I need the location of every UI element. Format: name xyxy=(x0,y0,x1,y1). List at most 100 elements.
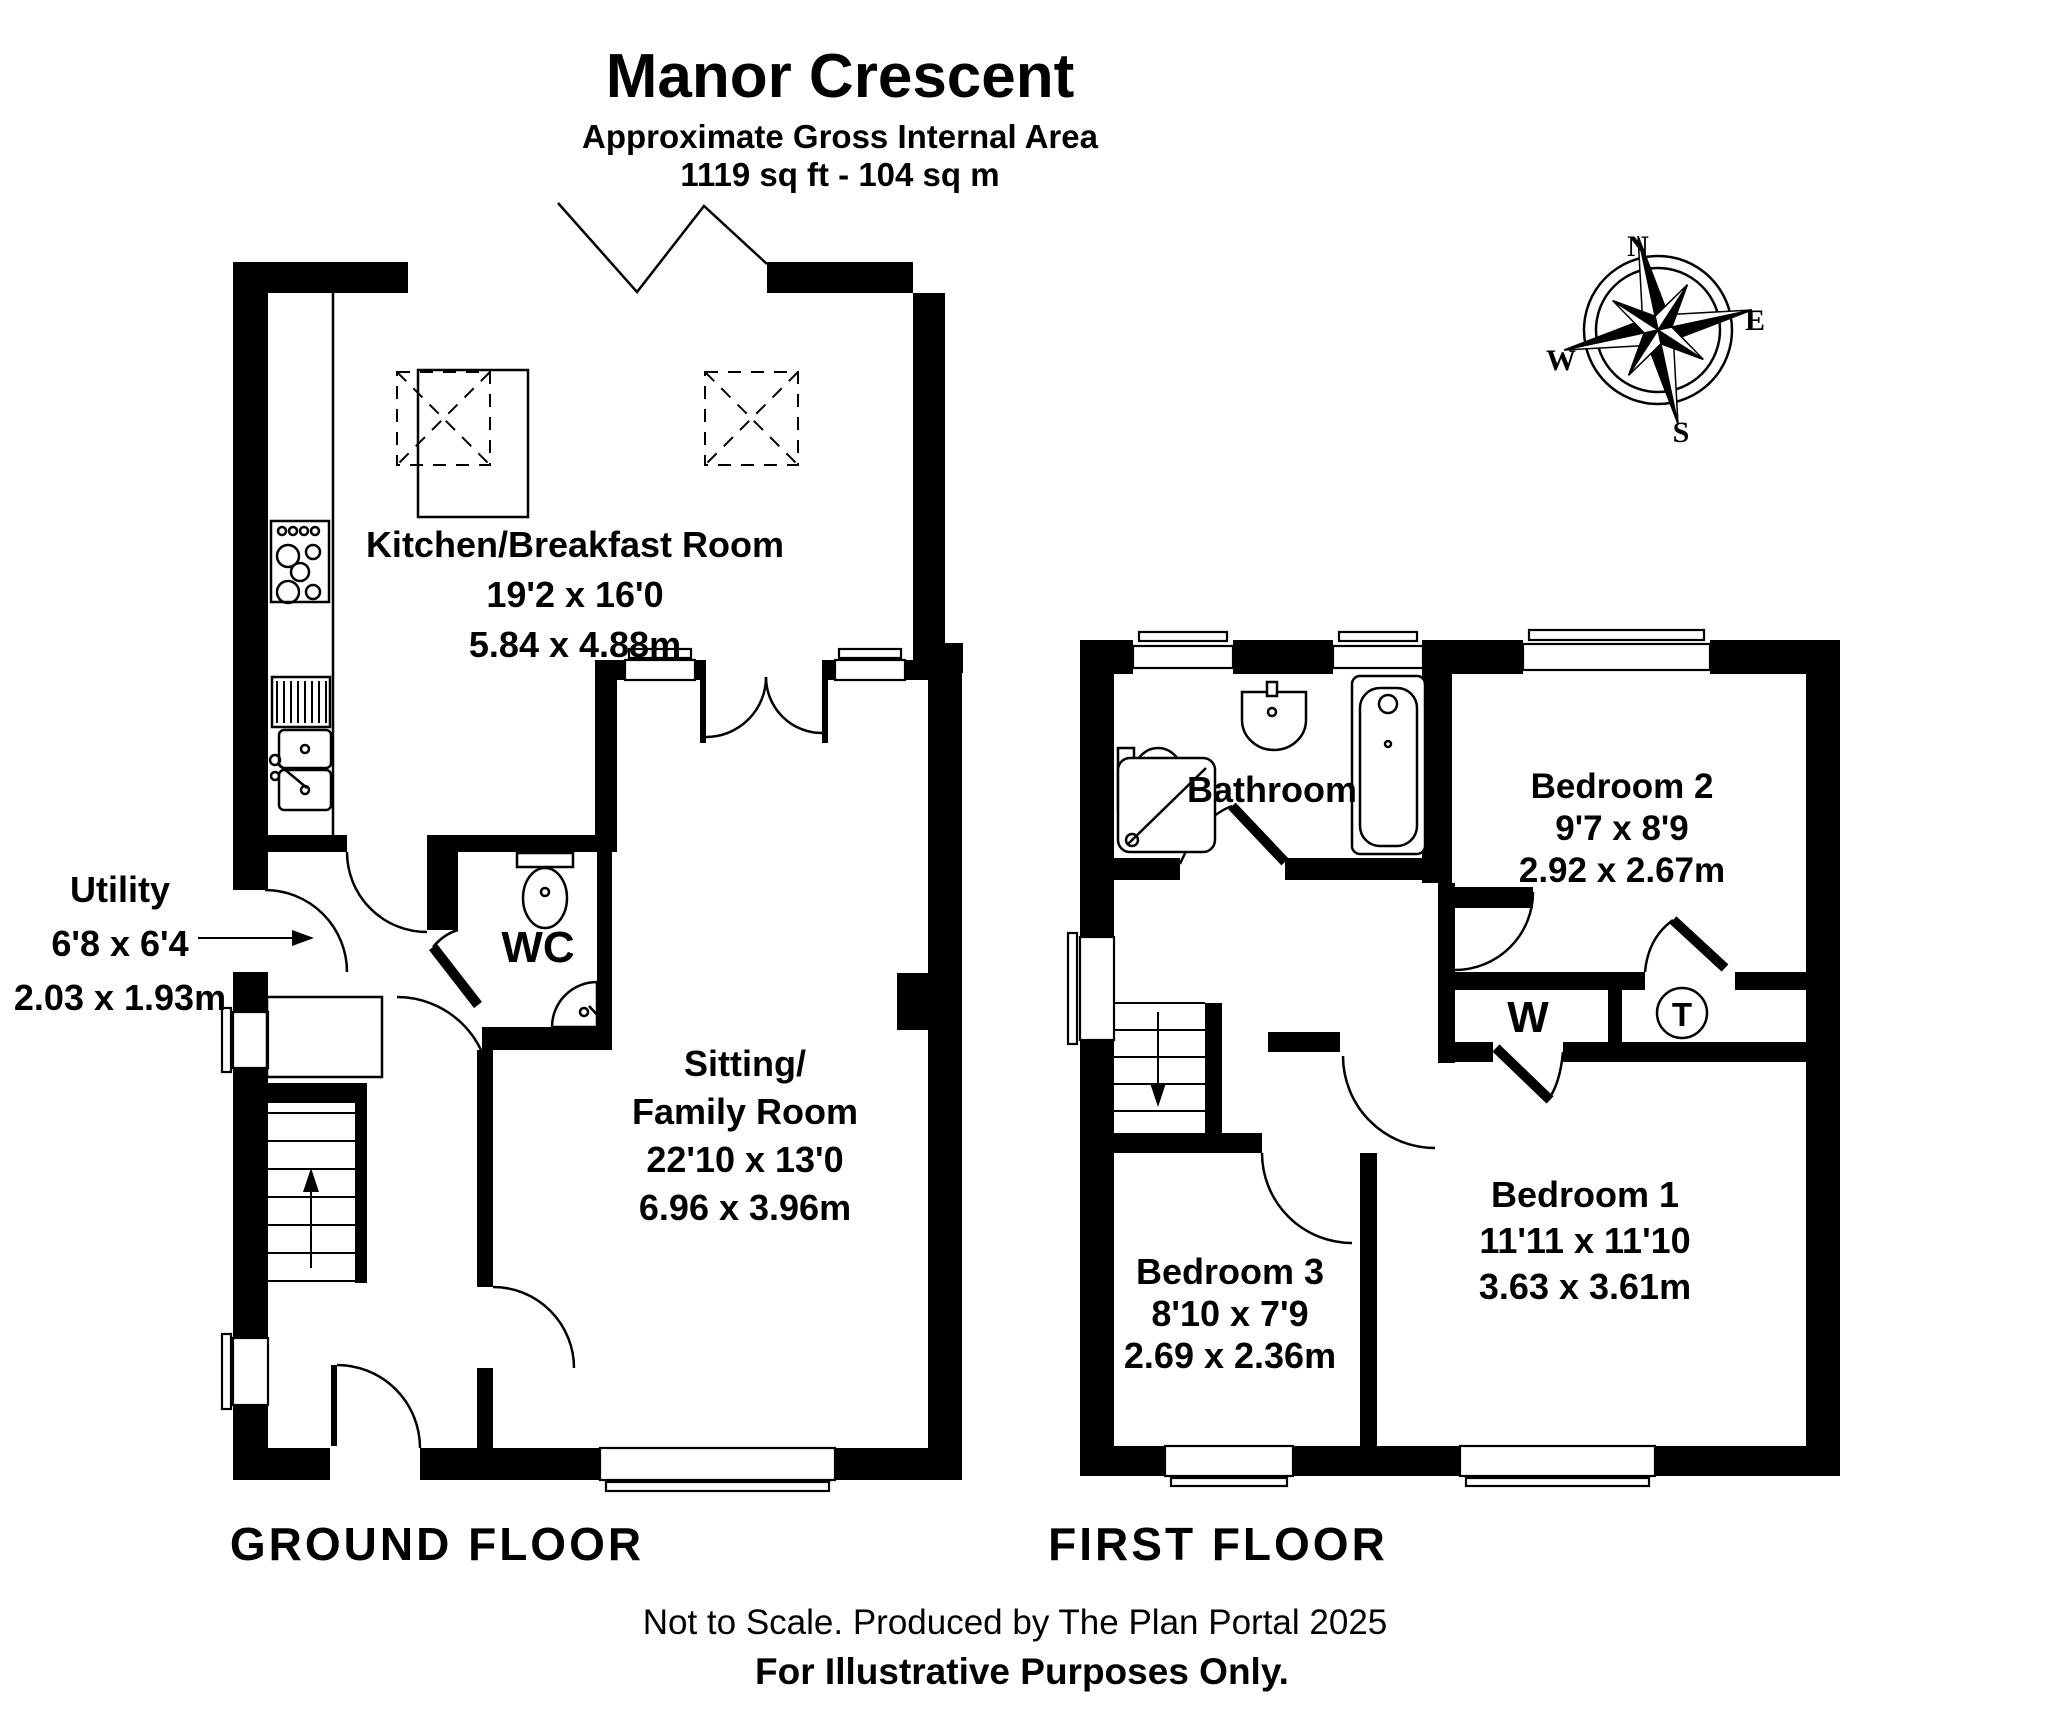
wardrobe-door-swing xyxy=(1546,1051,1565,1101)
wall xyxy=(1080,1040,1114,1476)
room-dims-metric: 3.63 x 3.61m xyxy=(1479,1266,1691,1307)
french-door-right-swing xyxy=(764,676,823,735)
footer-illustrative: For Illustrative Purposes Only. xyxy=(755,1651,1289,1692)
bedroom2-door-swing xyxy=(1454,891,1535,972)
wall xyxy=(427,852,458,930)
wall xyxy=(265,835,347,852)
compass-point-w xyxy=(1563,319,1660,351)
tank-cupboard-symbol: T xyxy=(1655,986,1709,1040)
bathroom-fixtures xyxy=(1116,674,1427,856)
wall xyxy=(928,673,962,1480)
first-floor-doors xyxy=(1178,802,1729,1245)
tank-cupboard-door-swing xyxy=(1643,918,1674,973)
compass-star xyxy=(1563,235,1753,425)
basin-icon xyxy=(1240,680,1308,752)
wall xyxy=(477,1368,493,1448)
hall-cupboard xyxy=(265,995,384,1079)
first-floor-stairs xyxy=(1114,1002,1205,1139)
wall xyxy=(233,972,268,1012)
wc-door-leaf xyxy=(429,943,482,1009)
room-dims-metric: 2.03 x 1.93m xyxy=(14,977,226,1018)
wall xyxy=(233,262,408,293)
ground-floor-walls xyxy=(233,262,963,1480)
wall xyxy=(1438,883,1455,1063)
wall xyxy=(1205,1003,1222,1153)
bedroom1-door-swing xyxy=(1341,1055,1436,1150)
compass-label-e: E xyxy=(1745,304,1765,337)
roofline-zigzag xyxy=(557,202,768,294)
room-dims-imperial: 22'10 x 13'0 xyxy=(646,1139,843,1180)
window-sill xyxy=(220,1006,233,1074)
wall xyxy=(913,293,945,643)
window xyxy=(231,1010,270,1070)
hob-icon xyxy=(269,519,331,605)
window xyxy=(833,658,907,682)
window xyxy=(1163,1444,1295,1478)
wall xyxy=(1455,972,1645,990)
wall xyxy=(1455,1042,1493,1062)
utility-pointer-arrow-icon xyxy=(292,930,314,946)
sitting-room-label: Sitting/ Family Room 22'10 x 13'0 6.96 x… xyxy=(632,1043,858,1228)
wall xyxy=(1114,858,1180,880)
sitting-room-door-swing xyxy=(492,1285,576,1369)
compass-label-n: N xyxy=(1627,230,1649,263)
window xyxy=(1078,935,1116,1042)
wc-door-swing xyxy=(432,928,459,948)
wall xyxy=(427,835,612,852)
page-subtitle: Approximate Gross Internal Area xyxy=(582,118,1099,155)
rooflight-icon xyxy=(396,371,491,466)
ground-floor-title: GROUND FLOOR xyxy=(230,1518,644,1570)
wall xyxy=(1655,1446,1840,1476)
stairs-down-arrow-icon xyxy=(1150,1083,1166,1107)
window xyxy=(1131,644,1235,670)
ground-floor-plan: Kitchen/Breakfast Room 19'2 x 16'0 5.84 … xyxy=(14,202,963,1570)
ground-floor-windows xyxy=(220,647,907,1493)
room-name: Bedroom 1 xyxy=(1491,1174,1679,1215)
bedroom2-label: Bedroom 2 9'7 x 8'9 2.92 x 2.67m xyxy=(1519,767,1725,890)
wall xyxy=(265,1083,367,1103)
wardrobe-label: W xyxy=(1507,993,1549,1042)
wall xyxy=(693,660,706,680)
shower-icon xyxy=(1116,756,1217,854)
room-name: Kitchen/Breakfast Room xyxy=(366,524,784,565)
room-dims-imperial: 6'8 x 6'4 xyxy=(51,923,188,964)
first-floor-title: FIRST FLOOR xyxy=(1048,1518,1388,1570)
window xyxy=(1331,644,1425,670)
wall xyxy=(1563,1042,1806,1062)
room-name: Utility xyxy=(70,869,170,910)
page-area: 1119 sq ft - 104 sq m xyxy=(680,156,999,193)
tank-label: T xyxy=(1672,996,1692,1033)
wall xyxy=(233,1448,330,1480)
room-name: Family Room xyxy=(632,1091,858,1132)
room-dims-imperial: 19'2 x 16'0 xyxy=(486,574,663,615)
window-sill xyxy=(1337,630,1419,643)
utility-label: Utility 6'8 x 6'4 2.03 x 1.93m xyxy=(14,869,314,1018)
compass-rose-icon: N E S W xyxy=(1546,230,1765,449)
room-name: Bedroom 2 xyxy=(1531,767,1714,806)
compass-point-nw xyxy=(1612,299,1660,334)
wall xyxy=(1735,972,1806,990)
window-sill xyxy=(1527,628,1706,642)
wardrobe-door-leaf xyxy=(1492,1044,1554,1104)
wall xyxy=(767,262,913,293)
ground-stairs xyxy=(267,1112,355,1282)
toilet-icon xyxy=(515,851,575,930)
room-dims-metric: 2.92 x 2.67m xyxy=(1519,851,1725,890)
window xyxy=(598,1446,837,1482)
wall xyxy=(1080,674,1114,937)
bedroom1-label: Bedroom 1 11'11 x 11'10 3.63 x 3.61m xyxy=(1479,1174,1691,1307)
wall xyxy=(835,1448,962,1480)
first-floor-plan: Bathroom Bedroom 2 9'7 x 8'9 2.92 x 2.67… xyxy=(1048,628,1840,1570)
first-floor-windows xyxy=(1066,628,1712,1488)
compass-label-w: W xyxy=(1546,344,1576,377)
room-dims-metric: 2.69 x 2.36m xyxy=(1124,1335,1336,1376)
wall xyxy=(420,1448,600,1480)
tank-circle-icon xyxy=(1655,986,1709,1040)
stairs-up-arrow-icon xyxy=(303,1168,319,1192)
wall xyxy=(1114,1133,1262,1153)
window-sill xyxy=(220,1332,233,1411)
wall xyxy=(1080,640,1133,674)
wall xyxy=(355,1103,367,1283)
compass-point-n xyxy=(1637,235,1669,332)
room-dims-imperial: 9'7 x 8'9 xyxy=(1555,809,1688,848)
